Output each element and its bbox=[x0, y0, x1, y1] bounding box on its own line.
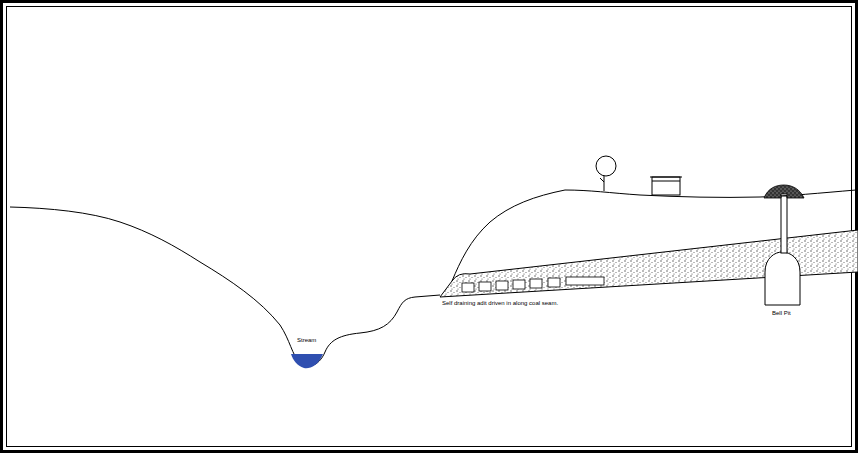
bell-pit-label: Bell Pit bbox=[771, 310, 792, 317]
bell-pit bbox=[765, 252, 800, 305]
adit bbox=[462, 277, 604, 292]
shaft bbox=[781, 196, 787, 253]
ground-surface bbox=[10, 207, 440, 366]
adit-label: Self draining adit driven in along coal … bbox=[441, 300, 559, 307]
stream-water bbox=[291, 354, 323, 368]
tree bbox=[596, 156, 616, 191]
stream-label: Stream bbox=[296, 337, 317, 344]
frame-inner bbox=[7, 7, 852, 447]
spoil-heap bbox=[764, 185, 804, 198]
house bbox=[650, 177, 682, 195]
